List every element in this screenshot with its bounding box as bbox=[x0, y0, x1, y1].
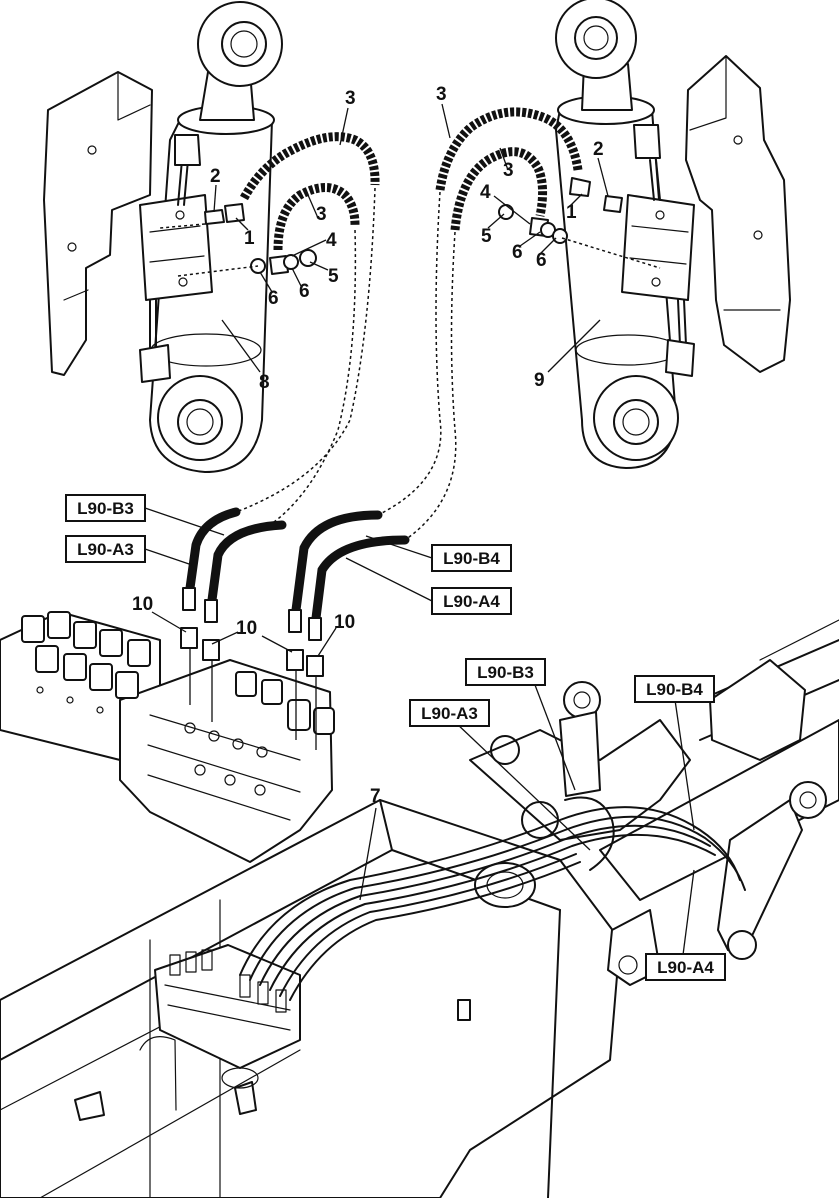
svg-text:L90-B4: L90-B4 bbox=[443, 549, 500, 568]
left-hose-lower bbox=[273, 183, 360, 251]
right-guard-plate bbox=[685, 55, 791, 373]
callout-clamp-7: 7 bbox=[370, 786, 381, 807]
control-valve-bank bbox=[0, 611, 335, 863]
callout-left-fitting-2: 2 bbox=[210, 166, 221, 187]
tag-upper-b4: L90-B4 bbox=[431, 544, 512, 572]
callout-right-fitting-2: 2 bbox=[593, 139, 604, 160]
right-hose-top bbox=[435, 107, 583, 191]
left-fittings bbox=[159, 203, 317, 277]
callout-leaders bbox=[151, 103, 609, 901]
callout-right-washer-6b: 6 bbox=[536, 250, 547, 271]
tag-lower-a4: L90-A4 bbox=[645, 953, 726, 981]
routing-dotted-lines bbox=[235, 187, 457, 541]
hose-tags: L90-B3 L90-A3 L90-B4 L90-A4 L90-B3 L90-B… bbox=[65, 494, 726, 981]
callout-left-fitting-1: 1 bbox=[244, 228, 255, 249]
callout-cylinder-8: 8 bbox=[259, 372, 270, 393]
valve-hoses bbox=[180, 507, 410, 677]
left-guard-plate bbox=[43, 71, 153, 376]
left-hydraulic-cylinder bbox=[139, 1, 283, 473]
callout-left-washer-6a: 6 bbox=[268, 288, 279, 309]
callout-right-hose-top: 3 bbox=[436, 84, 447, 105]
svg-text:L90-A4: L90-A4 bbox=[657, 958, 714, 977]
svg-text:L90-B3: L90-B3 bbox=[477, 663, 534, 682]
frame-hose-routing bbox=[239, 796, 746, 1001]
callout-adapter-10a: 10 bbox=[132, 594, 153, 615]
callout-left-hose-lower: 3 bbox=[316, 204, 327, 225]
svg-text:L90-A3: L90-A3 bbox=[421, 704, 478, 723]
tag-lower-a3: L90-A3 bbox=[409, 699, 490, 727]
svg-text:L90-A3: L90-A3 bbox=[77, 540, 134, 559]
callout-cylinder-9: 9 bbox=[534, 370, 545, 391]
callout-right-fitting-1: 1 bbox=[566, 202, 577, 223]
callout-adapter-10b: 10 bbox=[236, 618, 257, 639]
left-hose-top bbox=[240, 132, 380, 201]
right-fittings bbox=[498, 177, 661, 269]
right-hydraulic-cylinder bbox=[555, 0, 695, 469]
tag-upper-a3: L90-A3 bbox=[65, 535, 146, 563]
callout-right-washer-6a: 6 bbox=[512, 242, 523, 263]
callout-left-hose-top: 3 bbox=[345, 88, 356, 109]
svg-text:L90-B4: L90-B4 bbox=[646, 680, 703, 699]
right-hose-lower bbox=[450, 147, 548, 231]
tag-upper-a4: L90-A4 bbox=[431, 587, 512, 615]
callout-left-bolt-5: 5 bbox=[328, 266, 339, 287]
callout-right-hose-lower: 3 bbox=[503, 160, 514, 181]
svg-text:L90-A4: L90-A4 bbox=[443, 592, 500, 611]
machine-frame bbox=[0, 619, 839, 1198]
callout-left-washer-6b: 6 bbox=[299, 281, 310, 302]
callout-right-washer-4: 4 bbox=[480, 182, 491, 203]
callout-numbers: 3 3 2 1 4 5 6 6 8 3 3 2 1 4 5 6 6 9 10 1… bbox=[132, 84, 604, 807]
tag-leaders bbox=[144, 507, 695, 956]
callout-left-washer-4: 4 bbox=[326, 230, 337, 251]
tag-lower-b4: L90-B4 bbox=[634, 675, 715, 703]
callout-right-bolt-5: 5 bbox=[481, 226, 492, 247]
tag-lower-b3: L90-B3 bbox=[465, 658, 546, 686]
callout-adapter-10c: 10 bbox=[334, 612, 355, 633]
tag-upper-b3: L90-B3 bbox=[65, 494, 146, 522]
svg-text:L90-B3: L90-B3 bbox=[77, 499, 134, 518]
